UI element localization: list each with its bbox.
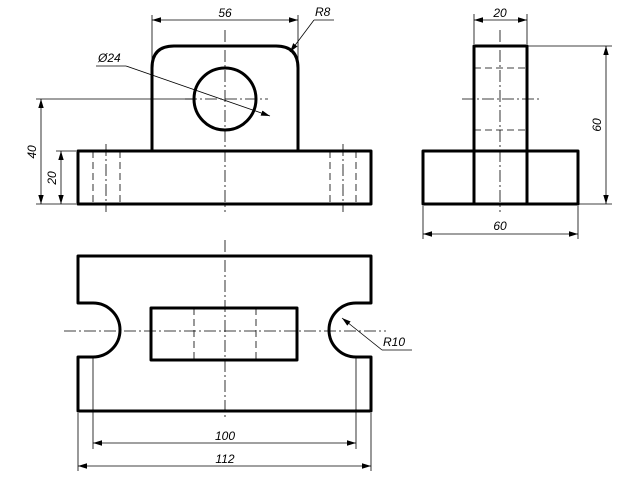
dim-r8-label: R8 — [315, 5, 331, 19]
dim-side-20-label: 20 — [492, 6, 507, 20]
dim-112-label: 112 — [215, 452, 234, 466]
front-view: 56 R8 Ø24 40 20 — [25, 5, 373, 212]
dim-100-label: 100 — [215, 429, 235, 443]
top-view: R10 100 112 — [64, 240, 412, 471]
dim-56-label: 56 — [218, 6, 232, 20]
dim-r8-leader — [289, 19, 315, 53]
top-outline — [76, 254, 373, 413]
dim-side-60h-label: 60 — [493, 219, 507, 233]
top-upright-outline — [149, 306, 299, 362]
side-base-outline — [421, 149, 580, 206]
side-view: 20 60 60 — [421, 6, 612, 239]
dim-r10-leader — [341, 317, 383, 351]
dim-r10-label: R10 — [383, 335, 405, 349]
dim-40-label: 40 — [25, 145, 39, 159]
dim-hole-leader — [125, 65, 271, 117]
side-upright-outline — [472, 44, 529, 206]
dim-hole-diameter-label: Ø24 — [97, 51, 121, 65]
dim-side-60v-label: 60 — [590, 118, 604, 132]
front-base-outline — [76, 149, 373, 206]
dim-20-label: 20 — [45, 171, 59, 186]
